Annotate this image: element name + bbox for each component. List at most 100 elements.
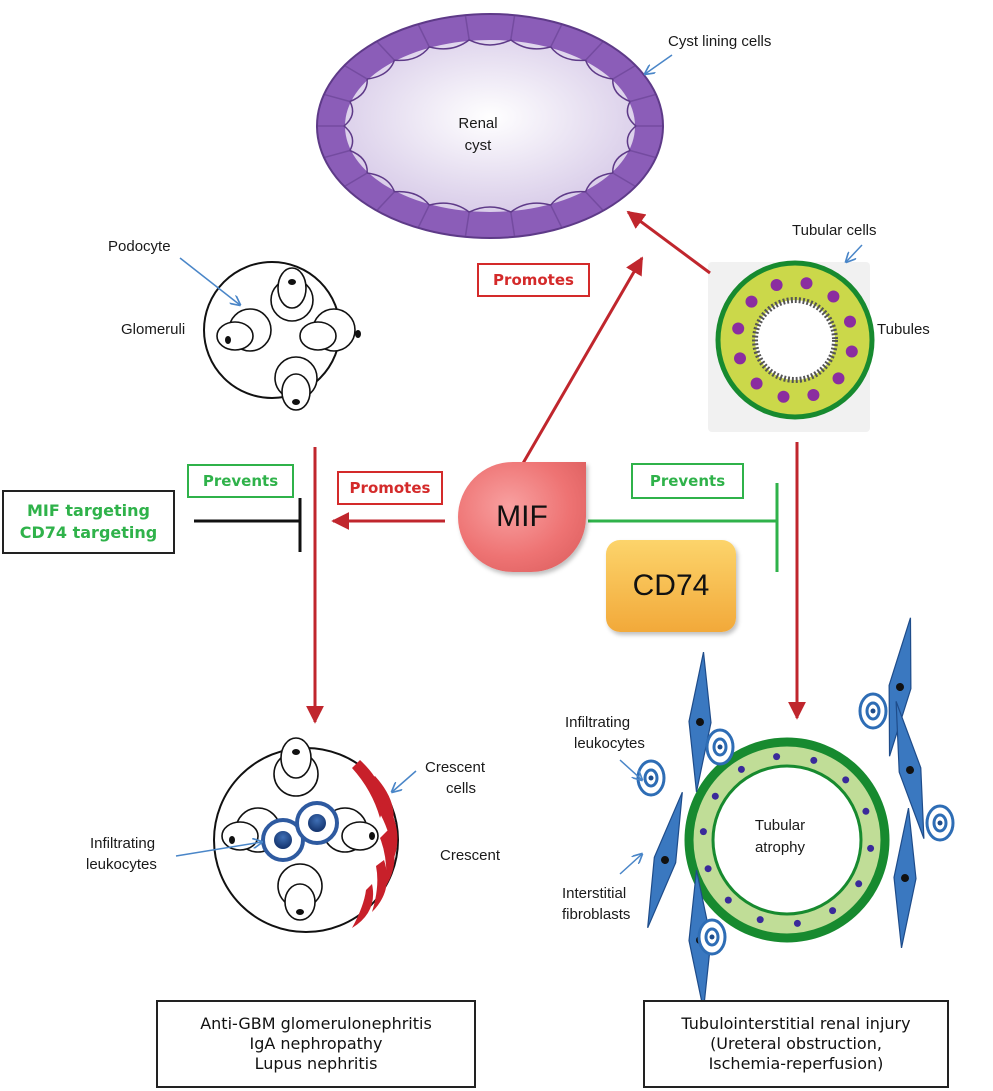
cyst-cell-border — [629, 93, 656, 103]
mif-label: MIF — [496, 500, 548, 533]
crescent-cells-line2: cells — [446, 780, 476, 797]
outcome-left-box: Anti-GBM glomerulonephritis IgA nephropa… — [156, 1000, 476, 1088]
outcome-right-line3: Ischemia-reperfusion) — [708, 1054, 884, 1073]
outcome-left-line3: Lupus nephritis — [254, 1054, 378, 1073]
mif-prevents-tubular-injury — [588, 483, 779, 572]
atrophic-cell-nucleus — [829, 907, 837, 915]
cyst-lining-cell — [626, 125, 637, 151]
atrophic-cell-nucleus — [704, 865, 712, 873]
crescent-label: Crescent — [440, 847, 501, 864]
glomeruli-label: Glomeruli — [121, 321, 185, 338]
interstitial-leukocytes — [636, 692, 955, 956]
mif-shape: MIF — [458, 462, 586, 572]
cyst-label-line2: cyst — [465, 137, 493, 154]
tubular-cell-nucleus — [827, 290, 840, 303]
fibroblast — [888, 617, 912, 757]
crescent-cells-pointer — [392, 770, 417, 792]
targeting-line1: MIF targeting — [27, 501, 150, 520]
prevents-left-box: Prevents — [187, 464, 294, 498]
podocyte-label: Podocyte — [108, 238, 171, 255]
cyst-cell-border — [629, 149, 656, 159]
atrophic-cell-nucleus — [773, 753, 781, 761]
tubular-cell-nucleus — [832, 372, 845, 385]
tubular-cell-nucleus — [732, 322, 745, 335]
cyst-lining-cell — [394, 190, 430, 206]
cyst-cell-border — [510, 211, 516, 237]
atrophic-cell-nucleus — [867, 844, 875, 852]
fibroblast — [893, 807, 917, 949]
cyst-lining-cell — [349, 149, 368, 174]
leukocyte — [697, 918, 727, 956]
outcome-left-line2: IgA nephropathy — [249, 1034, 383, 1053]
cyst-lining-pointer — [645, 54, 673, 74]
outcome-right-box: Tubulointerstitial renal injury (Uretera… — [643, 1000, 949, 1088]
cyst-lining-cell — [550, 190, 586, 206]
leukocyte — [636, 759, 666, 797]
outcome-right-line2: (Ureteral obstruction, — [710, 1034, 882, 1053]
atrophic-cell-nucleus — [810, 756, 818, 764]
tubular-cells-label: Tubular cells — [792, 222, 876, 239]
podocyte-pointer — [179, 257, 240, 305]
cyst-lining-cell — [429, 39, 470, 50]
atrophic-cell-nucleus — [855, 880, 863, 888]
cyst-cell-border — [550, 204, 563, 228]
prevents-left-text: Prevents — [202, 472, 279, 490]
tubular-atrophy-line1: Tubular — [755, 817, 805, 834]
cyst-cell-border — [376, 191, 395, 211]
tubular-cell-nucleus — [750, 377, 763, 390]
fibroblasts-pointer — [619, 854, 642, 875]
tubular-cells-pointer — [846, 244, 863, 262]
cyst-cell-border — [376, 41, 395, 61]
crescent-glom-leukocytes — [261, 801, 339, 862]
fibroblast — [895, 701, 925, 839]
tubules-label: Tubules — [877, 321, 930, 338]
atrophy-leukocytes-pointer — [619, 759, 642, 780]
cyst-lining-cell — [626, 101, 637, 127]
outcome-right-line1: Tubulointerstitial renal injury — [681, 1014, 911, 1033]
prevents-right-box: Prevents — [631, 463, 744, 499]
cyst-cell-border — [324, 93, 351, 103]
tubular-cell-nucleus — [777, 390, 790, 403]
cyst-cell-border — [324, 149, 351, 159]
cyst-lining-cell — [612, 149, 631, 174]
cyst-lining-cell — [612, 78, 631, 103]
cyst-lining-cell — [429, 202, 470, 213]
targeting-prevents-glomerular-injury — [194, 498, 302, 552]
cd74-shape: CD74 — [606, 540, 736, 632]
fibroblasts-line2: fibroblasts — [562, 906, 630, 923]
prevents-right-text: Prevents — [649, 472, 726, 490]
cyst-cell-border — [612, 65, 636, 80]
targeting-box: MIF targeting CD74 targeting — [2, 490, 175, 554]
leukocyte — [858, 692, 888, 730]
glomerulus-normal — [203, 261, 361, 411]
cyst-lining-cell — [343, 101, 354, 127]
fibroblast — [647, 791, 683, 929]
atrophic-cell-nucleus — [793, 919, 801, 927]
cyst-lining-cell — [468, 206, 512, 213]
cyst-cell-border — [550, 24, 563, 48]
cyst-cell-border — [417, 24, 430, 48]
leukocyte — [705, 728, 735, 766]
cyst-cell-border — [585, 191, 604, 211]
promotes-glomerulus-box: Promotes — [337, 471, 443, 505]
tubular-cell-nucleus — [770, 279, 783, 291]
atrophy-leukocytes-line1: Infiltrating — [565, 714, 630, 731]
cyst-cell-border — [585, 41, 604, 61]
cyst-lining-cell — [510, 202, 551, 213]
atrophic-cell-nucleus — [862, 807, 870, 815]
tubular-cell-nucleus — [807, 389, 820, 401]
cyst-cell-border — [417, 204, 430, 228]
tubular-cell-nucleus — [800, 277, 813, 290]
tubular-cell-nucleus — [734, 352, 746, 365]
outcome-left-line1: Anti-GBM glomerulonephritis — [200, 1014, 432, 1033]
cyst-cell-border — [510, 15, 516, 41]
mif-to-cyst-arrow — [520, 256, 644, 466]
promotes-glomerulus-text: Promotes — [349, 479, 431, 497]
crescent-shape — [352, 760, 398, 928]
cyst-label-line1: Renal — [458, 115, 497, 132]
fibroblast — [688, 651, 712, 793]
atrophic-cell-nucleus — [711, 792, 719, 800]
atrophic-cell-nucleus — [842, 776, 850, 784]
